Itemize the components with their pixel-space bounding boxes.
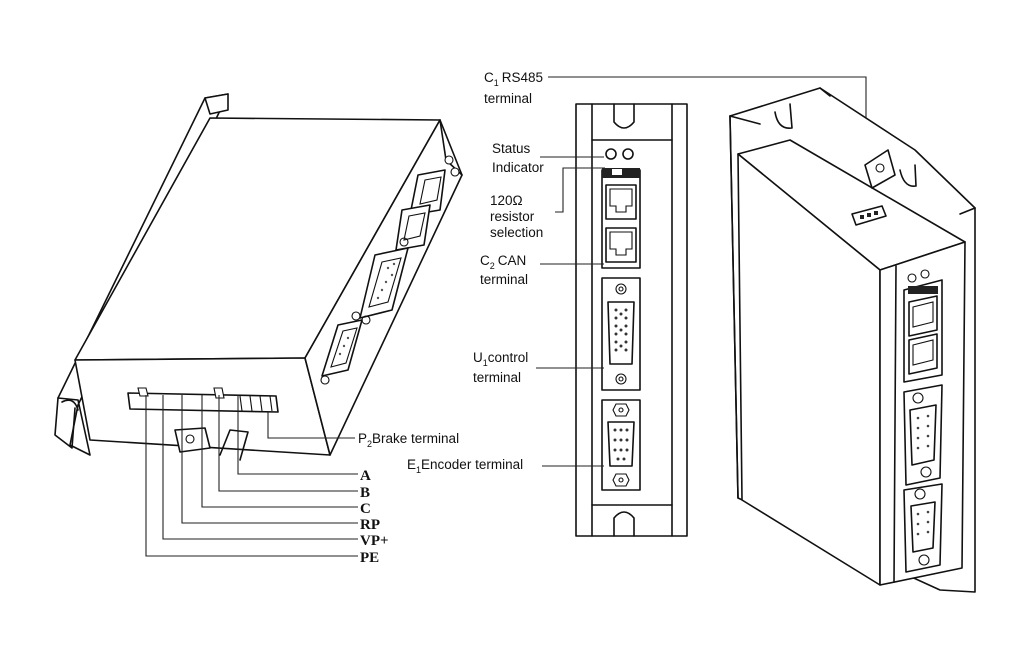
resistor-label-line2: resistor	[490, 209, 535, 224]
ground-lug	[174, 427, 211, 453]
can-label-line2: terminal	[480, 272, 528, 287]
rs485-port	[605, 184, 637, 220]
pin-label-b: B	[360, 485, 370, 501]
pin-label-a: A	[360, 468, 371, 484]
resistor-label-line3: selection	[490, 225, 543, 240]
pin-label-rp: RP	[360, 517, 380, 533]
brake-terminal-label: P2Brake terminal	[358, 431, 459, 449]
encoder-label: E1Encoder terminal	[407, 457, 523, 475]
pin-label-c: C	[360, 501, 371, 517]
pin-leaders	[145, 395, 358, 557]
left-drive-isometric	[54, 93, 463, 461]
status-label-line2: Indicator	[492, 160, 544, 175]
control-label: U1control	[473, 350, 528, 368]
rs485-label-line2: terminal	[484, 91, 532, 106]
resistor-label: 120Ω	[490, 193, 523, 208]
pin-label-vp: VP+	[360, 533, 389, 549]
control-pins	[614, 308, 628, 352]
status-led-2	[622, 148, 634, 160]
right-drive-isometric	[729, 87, 976, 593]
control-label-line2: terminal	[473, 370, 521, 385]
front-view-panel	[575, 103, 688, 537]
status-led-1	[605, 148, 617, 160]
encoder-pins	[613, 428, 629, 461]
power-terminal-block	[127, 392, 279, 413]
can-port	[605, 227, 637, 263]
status-label: Status	[492, 141, 531, 156]
pin-label-pe: PE	[360, 550, 379, 566]
